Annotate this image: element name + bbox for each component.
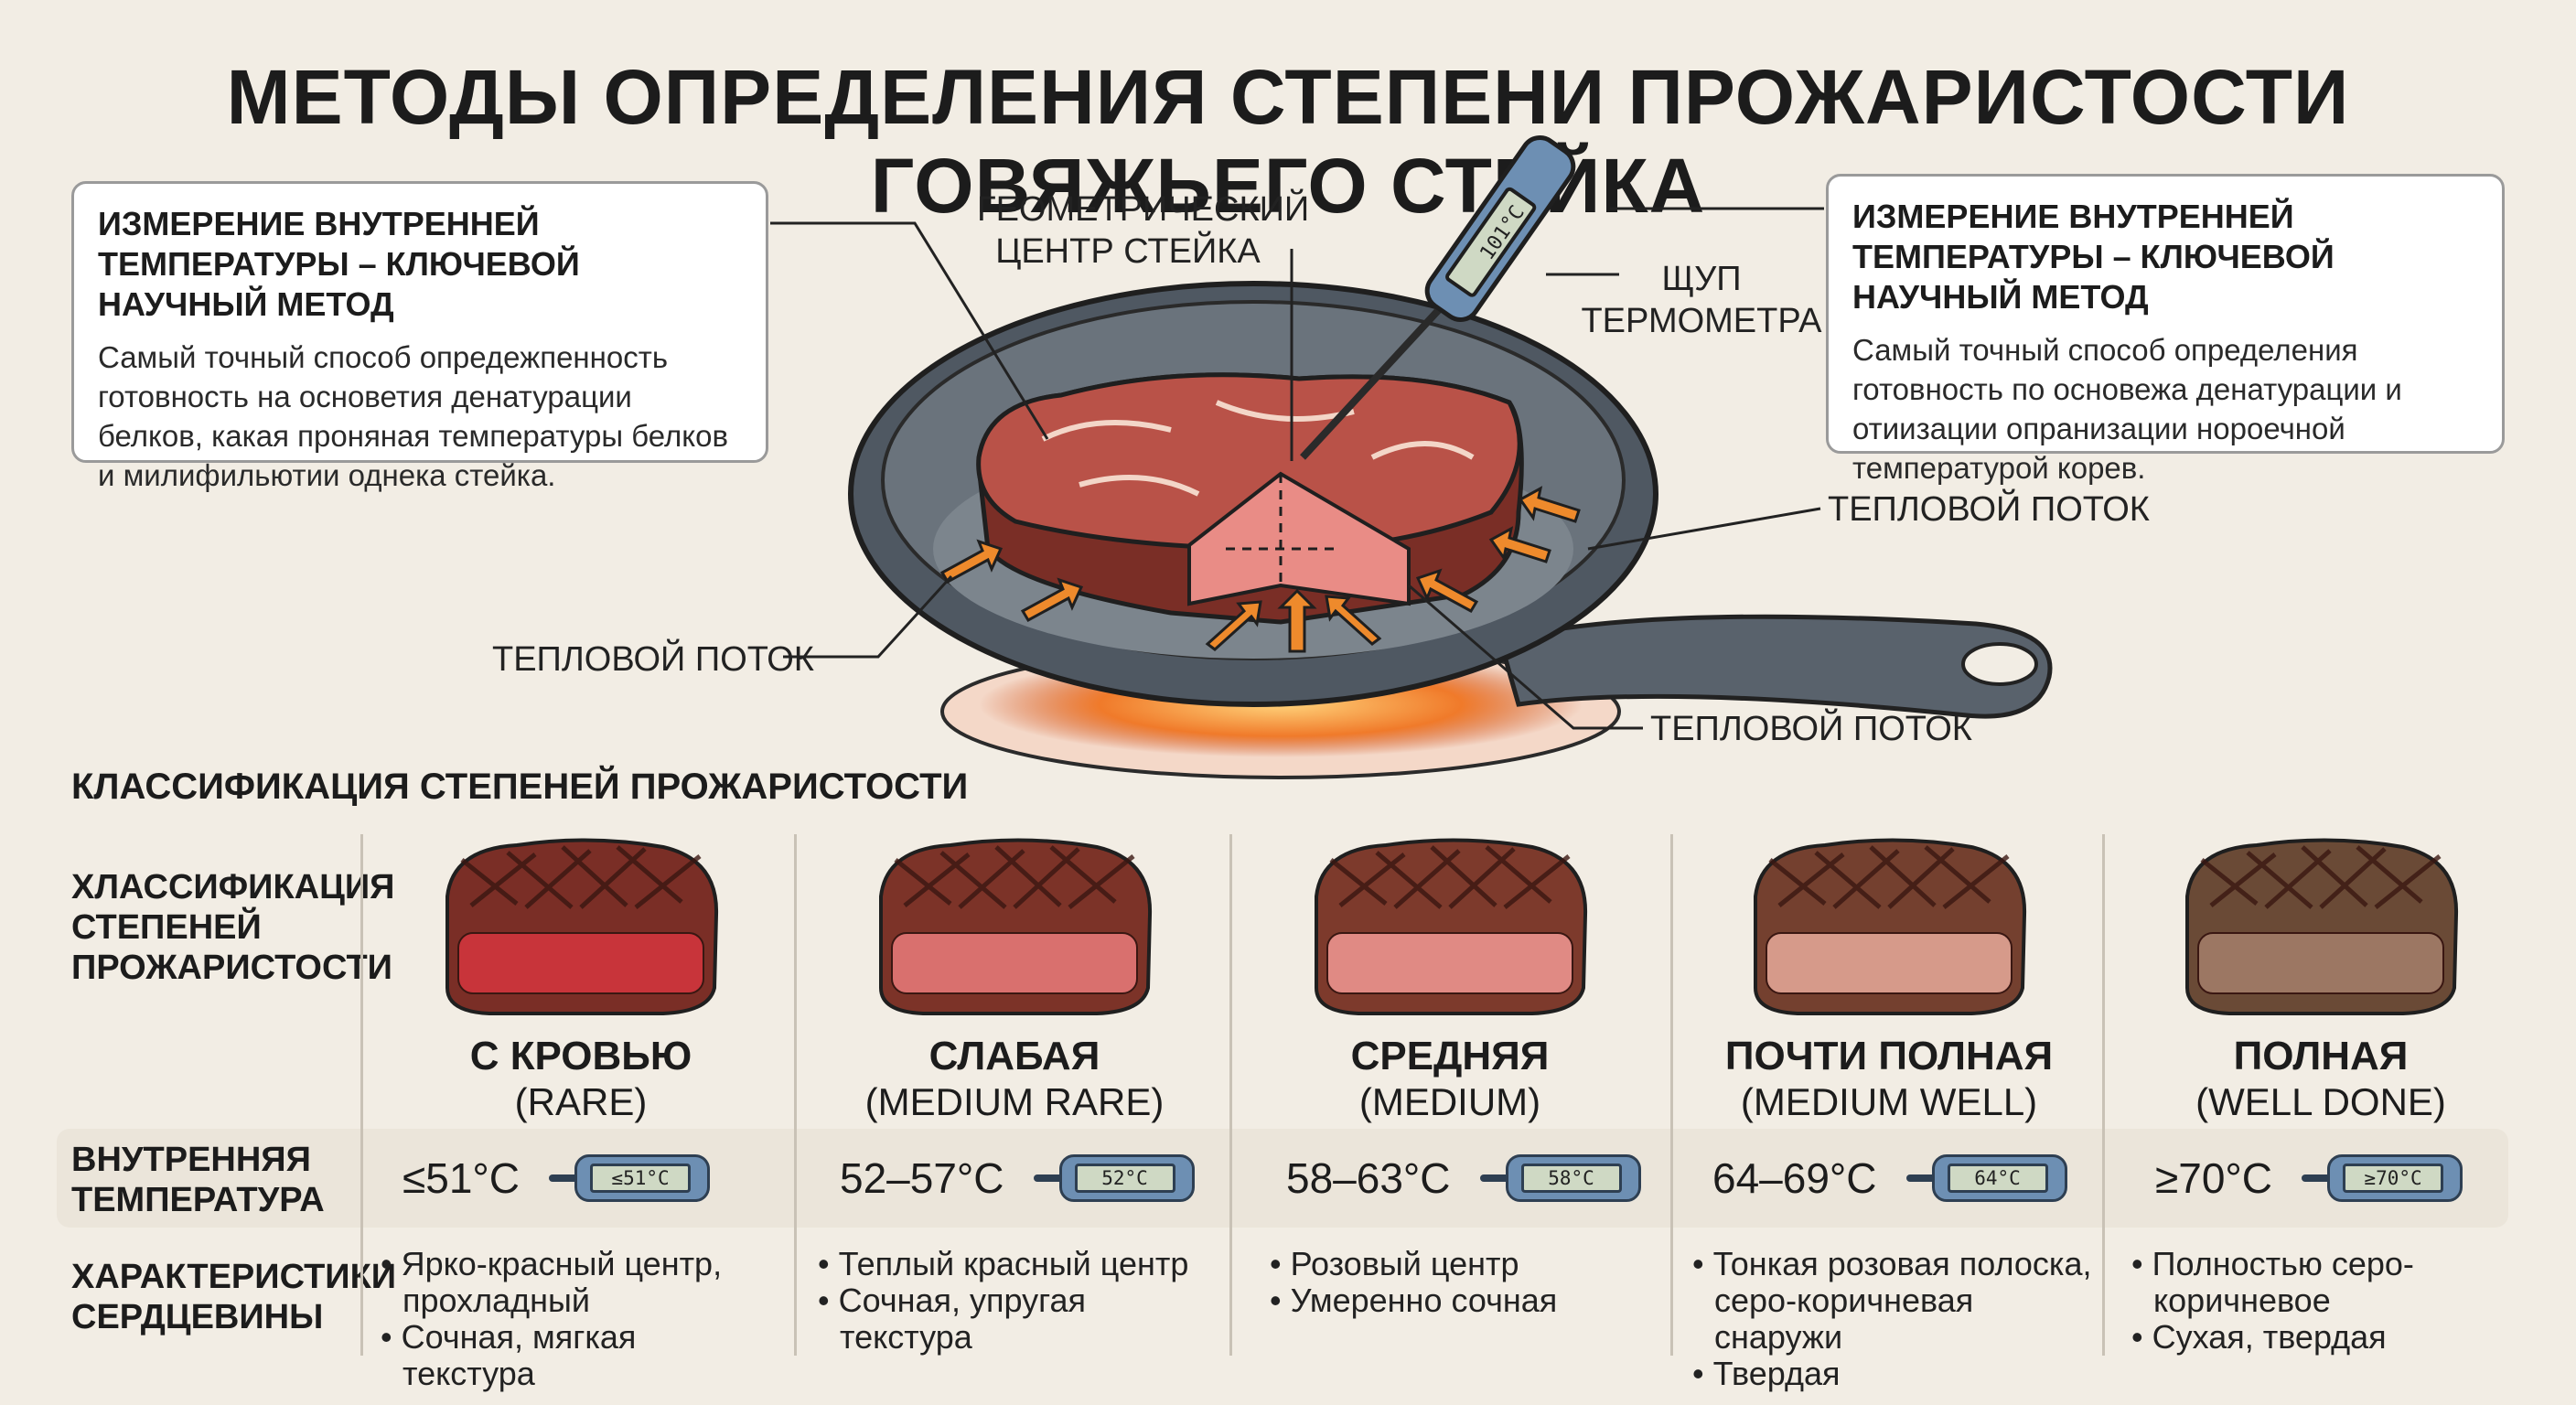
grill-marks [2200,845,2442,909]
core-item: Твердая [1692,1356,2095,1392]
steak-interior [1326,932,1573,994]
level-name: ПОЛНАЯ [2233,1034,2409,1078]
temperature-row-band [57,1129,2508,1228]
level-english: (MEDIUM RARE) [864,1080,1165,1123]
thermometer-icon: 58°C [1479,1154,1643,1202]
thermometer-icon: ≤51°C [549,1154,712,1202]
row-label-temperature: ВНУТРЕННЯЯ ТЕМПЕРАТУРА [71,1141,325,1219]
temperature-cell-medium-well: 64–69°C 64°C [1712,1143,2069,1213]
callout-thermometer-probe: ЩУП ТЕРМОМЕТРА [1581,260,1822,340]
handle-hole [1961,642,2038,686]
callout-heat-flow-left: ТЕПЛОВОЙ ПОТОК [492,640,814,679]
core-list-medium-rare: Теплый красный центр Сочная, упругая тек… [818,1246,1220,1356]
steak-medium-well-icon [1754,838,2027,1015]
pan-illustration [770,135,2053,779]
core-item: Умеренно сочная [1270,1282,1654,1319]
doneness-column-medium-rare: СЛАБАЯ (MEDIUM RARE) [800,832,1229,1125]
core-item: Полностью серо-коричневое [2131,1246,2497,1319]
temperature-cell-rare: ≤51°C ≤51°C [402,1143,712,1213]
info-right-body: Самый точный способ определения готовнос… [1852,333,2402,485]
info-left-heading: ИЗМЕРЕНИЕ ВНУТРЕННЕЙ ТЕМПЕРАТУРЫ – КЛЮЧЕ… [98,205,580,323]
thermometer-probe [1300,290,1457,460]
thermometer-display: ≤51°C [590,1164,692,1193]
column-divider [1229,834,1232,1356]
classification-section-title: КЛАССИФИКАЦИЯ СТЕПЕНЕЙ ПРОЖАРИСТОСТИ [71,767,969,807]
row-label-classification: ХЛАССИФИКАЦИЯ СТЕПЕНЕЙ ПРОЖАРИСТОСТИ [71,868,395,987]
info-left-body: Самый точный способ опредежпенность гото… [98,340,729,492]
steak-rare-icon [445,838,719,1015]
level-english: (WELL DONE) [2195,1080,2446,1123]
core-item: Сочная, упругая текстура [818,1282,1220,1356]
thermometer-display: 52°C [1074,1164,1175,1193]
callout-heat-flow-right-top: ТЕПЛОВОЙ ПОТОК [1828,490,2150,529]
steak-medium-rare-icon [879,838,1153,1015]
doneness-column-well-done: ПОЛНАЯ (WELL DONE) [2106,832,2536,1125]
level-name: ПОЧТИ ПОЛНАЯ [1724,1034,2054,1078]
callout-geometric-center: ГЕОМЕТРИЧЕСКИЙ ЦЕНТР СТЕЙКА [977,190,1310,271]
doneness-column-medium: СРЕДНЯЯ (MEDIUM) [1235,832,1665,1125]
temperature-value: 58–63°C [1286,1154,1451,1202]
info-box-left: ИЗМЕРЕНИЕ ВНУТРЕННЕЙ ТЕМПЕРАТУРЫ – КЛЮЧЕ… [71,181,768,492]
thermometer-display: 58°C [1520,1164,1622,1193]
level-english: (MEDIUM) [1358,1080,1541,1123]
core-item: Ярко-красный центр, прохладный [381,1246,765,1319]
steak-interior [457,932,704,994]
grill-marks [1768,845,2010,909]
column-divider [1670,834,1673,1356]
thermometer-icon: ≥70°C [2302,1154,2464,1202]
level-name: С КРОВЬЮ [469,1034,692,1078]
pan-handle [1497,614,2053,719]
level-name: СЛАБАЯ [928,1034,1100,1078]
core-list-medium: Розовый центр Умеренно сочная [1270,1246,1654,1319]
grill-marks [460,845,702,909]
level-english: (RARE) [514,1080,648,1123]
info-right-heading: ИЗМЕРЕНИЕ ВНУТРЕННЕЙ ТЕМПЕРАТУРЫ – КЛЮЧЕ… [1852,198,2334,316]
steak-top [976,372,1522,552]
core-item: Сухая, твердая [2131,1319,2497,1356]
steak-well-done-icon [2185,838,2459,1015]
temperature-value: ≥70°C [2155,1154,2273,1202]
info-box-right: ИЗМЕРЕНИЕ ВНУТРЕННЕЙ ТЕМПЕРАТУРЫ – КЛЮЧЕ… [1826,174,2505,485]
row-label-core: ХАРАКТЕРИСТИКИ СЕРДЦЕВИНЫ [71,1258,397,1336]
thermometer-display: ≥70°C [2343,1164,2444,1193]
core-item: Тонкая розовая полоска, серо-коричневая … [1692,1246,2095,1356]
steak-fat-marbling [1041,400,1475,497]
temperature-value: 64–69°C [1712,1154,1877,1202]
doneness-column-rare: С КРОВЬЮ (RARE) [366,832,796,1125]
steak-cut-dashes [1226,474,1336,585]
temperature-value: 52–57°C [840,1154,1004,1202]
thermometer-display: 64°C [1947,1164,2048,1193]
doneness-column-medium-well: ПОЧТИ ПОЛНАЯ (MEDIUM WELL) [1674,832,2104,1125]
temperature-value: ≤51°C [402,1154,521,1202]
steak-medium-icon [1315,838,1588,1015]
grill-marks [1329,845,1571,909]
temperature-cell-well-done: ≥70°C ≥70°C [2155,1143,2464,1213]
core-list-rare: Ярко-красный центр, прохладный Сочная, м… [381,1246,765,1392]
leader-lines [770,207,1824,730]
steak-interior [2197,932,2444,994]
thermometer-icon: 64°C [1905,1154,2069,1202]
steak-interior [1766,932,2012,994]
temperature-cell-medium: 58–63°C 58°C [1286,1143,1643,1213]
core-item: Сочная, мягкая текстура [381,1319,765,1392]
heat-arrows [939,486,1581,653]
core-list-well-done: Полностью серо-коричневое Сухая, твердая [2131,1246,2497,1356]
temperature-cell-medium-rare: 52–57°C 52°C [840,1143,1197,1213]
thermometer-icon: 52°C [1033,1154,1197,1202]
level-english: (MEDIUM WELL) [1740,1080,2038,1123]
core-item: Розовый центр [1270,1246,1654,1282]
core-item: Теплый красный центр [818,1246,1220,1282]
column-divider [2102,834,2105,1356]
callout-heat-flow-right-bottom: ТЕПЛОВОЙ ПОТОК [1650,710,1972,748]
grill-marks [894,845,1135,909]
column-divider [794,834,797,1356]
column-divider [360,834,363,1356]
level-name: СРЕДНЯЯ [1350,1034,1550,1078]
thermometer-icon [1424,135,1576,322]
steak-interior [891,932,1138,994]
core-list-medium-well: Тонкая розовая полоска, серо-коричневая … [1692,1246,2095,1392]
